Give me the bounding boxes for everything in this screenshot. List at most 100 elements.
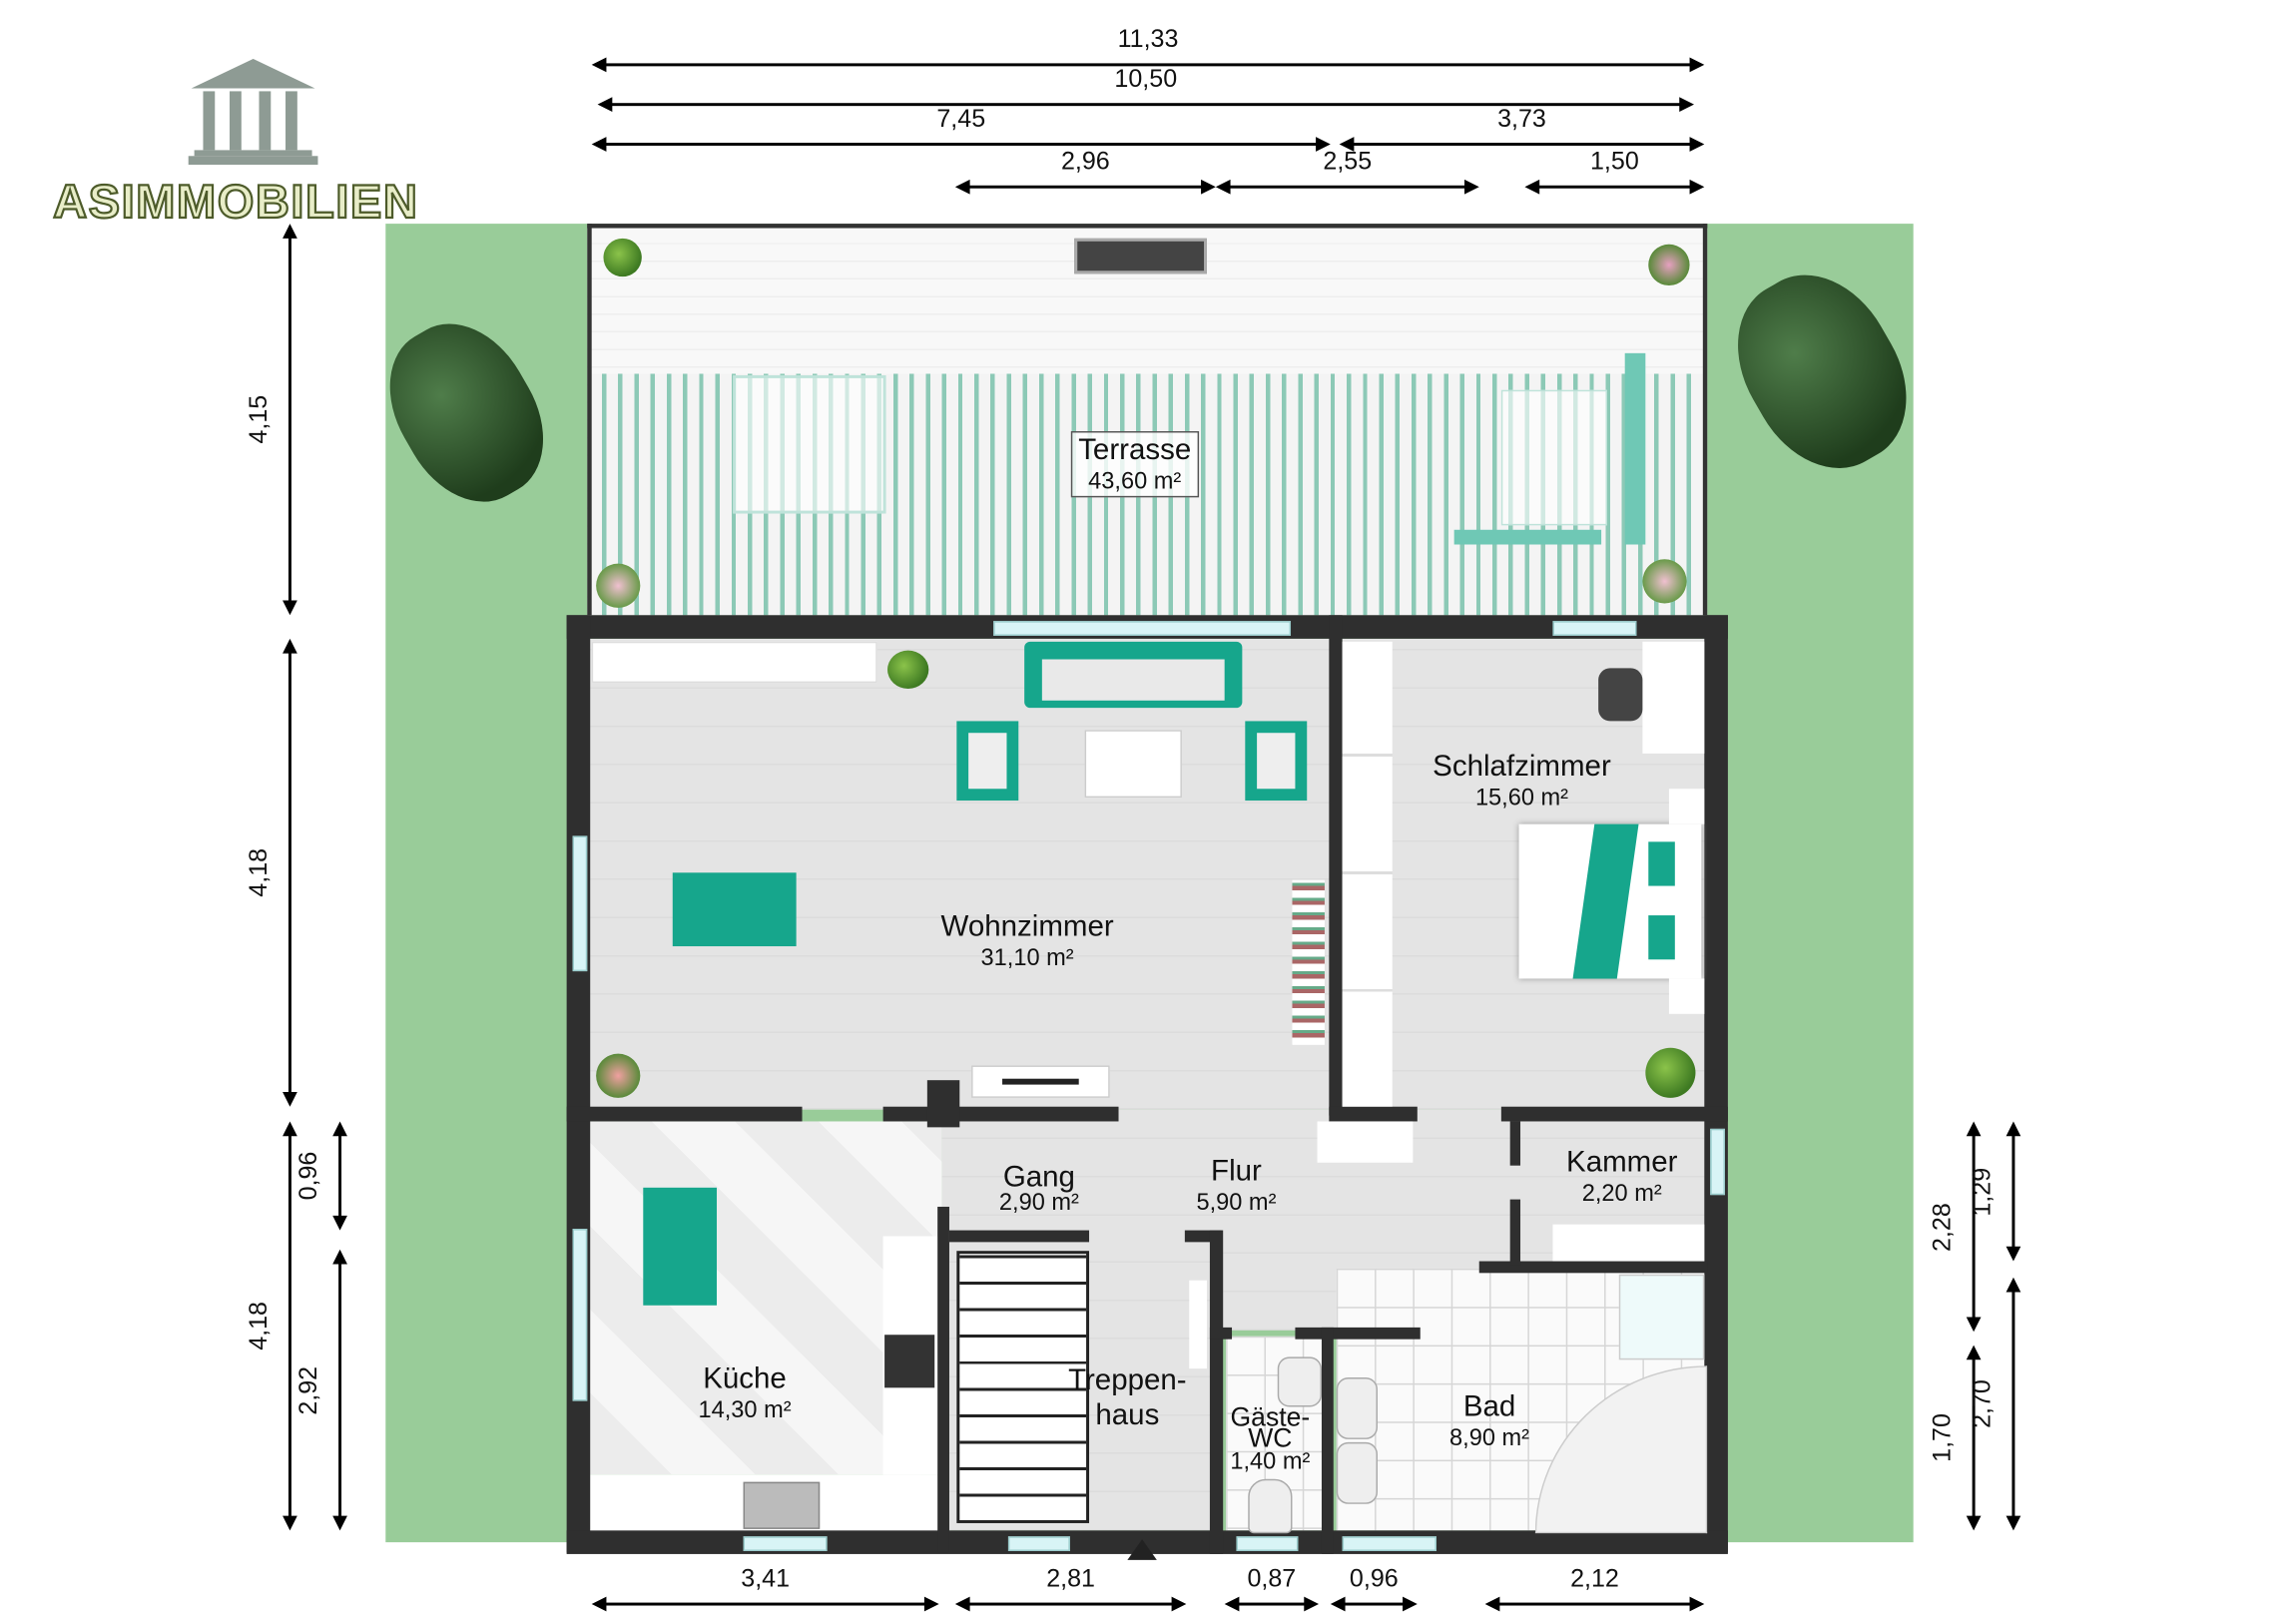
window bbox=[993, 621, 1292, 636]
wardrobe bbox=[1189, 1280, 1207, 1369]
wall bbox=[1209, 1327, 1233, 1340]
dimension-label: 2,81 bbox=[1046, 1564, 1095, 1593]
room-name: haus bbox=[1095, 1399, 1160, 1432]
dimension-label: 11,33 bbox=[1117, 25, 1179, 54]
dimension-label: 7,45 bbox=[936, 104, 986, 133]
wall bbox=[1209, 1230, 1224, 1554]
wall bbox=[1184, 1230, 1222, 1243]
window bbox=[1007, 1536, 1070, 1551]
room-area: 31,10 m² bbox=[980, 946, 1074, 972]
room-area: 15,60 m² bbox=[1474, 786, 1569, 812]
room-area: 8,90 m² bbox=[1449, 1425, 1530, 1451]
wall bbox=[566, 1106, 803, 1122]
wall bbox=[1509, 1199, 1521, 1266]
nightstand bbox=[1668, 978, 1705, 1014]
bookshelf bbox=[1292, 879, 1325, 1045]
room-area: 43,60 m² bbox=[1088, 469, 1182, 495]
sink-icon bbox=[743, 1481, 821, 1529]
room-label-wohnzimmer: Wohnzimmer 31,10 m² bbox=[941, 909, 1114, 973]
window bbox=[572, 835, 588, 972]
room-label-kammer: Kammer 2,20 m² bbox=[1566, 1145, 1677, 1209]
dimension-line: 2,92 bbox=[294, 1249, 350, 1531]
wall bbox=[882, 1106, 1119, 1122]
dining-table bbox=[672, 872, 797, 947]
room-label-kueche: Küche 14,30 m² bbox=[698, 1361, 791, 1425]
cabinet bbox=[1317, 1121, 1414, 1163]
dimension-label: 3,73 bbox=[1497, 104, 1546, 133]
room-name: Treppen- bbox=[1068, 1363, 1187, 1397]
wash-basin-icon bbox=[1336, 1441, 1379, 1504]
dimension-line: 0,96 bbox=[1330, 1564, 1418, 1615]
dimension-label: 0,96 bbox=[1349, 1564, 1399, 1593]
dimension-label: 2,96 bbox=[1060, 147, 1110, 176]
dimension-line: 4,15 bbox=[245, 224, 300, 616]
room-name: Bad bbox=[1462, 1390, 1516, 1423]
dimension-label: 2,12 bbox=[1570, 1564, 1619, 1593]
window bbox=[743, 1536, 828, 1551]
dimension-line: 2,70 bbox=[1968, 1277, 2024, 1531]
dimension-line: 2,28 bbox=[1928, 1121, 1985, 1333]
room-name: Kammer bbox=[1566, 1146, 1678, 1179]
wall bbox=[1478, 1261, 1708, 1274]
room-label-flur: Flur 5,90 m² bbox=[1196, 1154, 1276, 1218]
window bbox=[1710, 1128, 1725, 1196]
room-name: Schlafzimmer bbox=[1433, 750, 1611, 784]
room-name: WC bbox=[1248, 1423, 1293, 1453]
room-name: Küche bbox=[703, 1362, 787, 1395]
dimension-line: 1,50 bbox=[1524, 147, 1705, 198]
terrace-table bbox=[733, 374, 886, 514]
window bbox=[1342, 1536, 1436, 1551]
terrace-edge bbox=[587, 224, 592, 616]
flower-icon bbox=[596, 1053, 641, 1098]
sun-lounger bbox=[1624, 352, 1646, 545]
wash-basin-icon bbox=[1277, 1356, 1322, 1407]
bench bbox=[1453, 529, 1602, 545]
room-name: Gang bbox=[1002, 1161, 1075, 1194]
wall bbox=[1329, 615, 1343, 1116]
coffee-table bbox=[1084, 730, 1182, 799]
wall bbox=[948, 1230, 1090, 1243]
window bbox=[1236, 1536, 1299, 1551]
nightstand bbox=[1668, 789, 1705, 824]
plant-icon bbox=[887, 650, 929, 690]
bed bbox=[1518, 823, 1702, 979]
room-name: Flur bbox=[1211, 1155, 1262, 1188]
wash-basin-icon bbox=[1336, 1377, 1379, 1439]
dimension-line: 3,73 bbox=[1339, 105, 1705, 155]
dimension-line: 3,41 bbox=[591, 1564, 939, 1615]
flower-icon bbox=[1642, 559, 1687, 604]
dimension-label: 2,55 bbox=[1323, 147, 1373, 176]
room-label-treppenhaus: Treppen- haus bbox=[1068, 1362, 1187, 1433]
room-area: 1,40 m² bbox=[1230, 1448, 1311, 1474]
sun-lounger bbox=[1500, 389, 1608, 526]
sideboard bbox=[591, 641, 877, 684]
logo-text: ASIMMOBILIEN bbox=[52, 174, 419, 229]
dimension-line: 10,50 bbox=[597, 65, 1694, 115]
wall bbox=[937, 1206, 949, 1553]
shelf bbox=[1552, 1224, 1705, 1262]
dimension-line: 0,96 bbox=[294, 1121, 350, 1231]
dimension-line: 2,55 bbox=[1215, 147, 1479, 198]
dimension-line: 1,70 bbox=[1928, 1345, 1985, 1531]
dimension-line: 4,18 bbox=[245, 1121, 300, 1531]
terrace-edge bbox=[1702, 224, 1708, 616]
dimension-label: 10,50 bbox=[1114, 64, 1178, 93]
dimension-label: 4,18 bbox=[244, 1302, 273, 1351]
dimension-line: 0,87 bbox=[1224, 1564, 1320, 1615]
flower-icon bbox=[596, 563, 641, 608]
entrance-arrow-icon bbox=[1127, 1539, 1157, 1560]
wardrobe bbox=[1342, 641, 1393, 1107]
dimension-line: 2,12 bbox=[1484, 1564, 1705, 1615]
dimension-label: 2,92 bbox=[293, 1365, 322, 1414]
armchair bbox=[1245, 721, 1308, 802]
room-name: Wohnzimmer bbox=[940, 910, 1114, 944]
wall bbox=[1704, 615, 1728, 1553]
dimension-label: 1,70 bbox=[1928, 1413, 1957, 1462]
room-area: 2,20 m² bbox=[1581, 1181, 1662, 1207]
tv-board bbox=[971, 1065, 1110, 1098]
window bbox=[1552, 621, 1637, 636]
wall bbox=[1321, 1327, 1334, 1554]
dimension-line: 4,18 bbox=[245, 638, 300, 1107]
dimension-label: 0,87 bbox=[1247, 1564, 1297, 1593]
